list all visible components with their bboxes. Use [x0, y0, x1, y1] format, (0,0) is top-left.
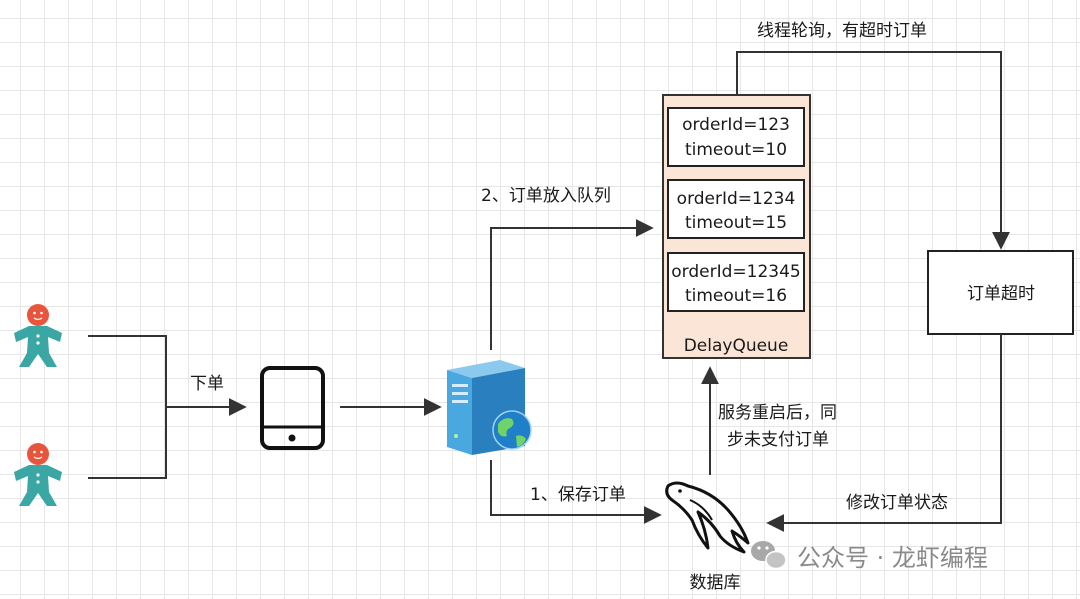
- enqueue-label: 2、订单放入队列: [481, 186, 611, 206]
- user-icon-bottom: [14, 443, 62, 506]
- sync-label-line1: 服务重启后，同: [718, 403, 837, 423]
- update-status-arrow: [766, 334, 1002, 532]
- queue-item-timeout: timeout=10: [685, 140, 787, 160]
- place-order-label: 下单: [190, 374, 224, 394]
- mysql-dolphin-icon: [665, 481, 750, 554]
- queue-item-3: orderId=12345 timeout=16: [667, 252, 805, 312]
- timeout-box-label: 订单超时: [967, 284, 1035, 304]
- database-label: 数据库: [690, 573, 741, 593]
- queue-item-timeout: timeout=16: [685, 286, 787, 306]
- queue-item-order: orderId=12345: [671, 262, 800, 282]
- queue-item-order: orderId=1234: [677, 189, 796, 209]
- watermark-text: 公众号 · 龙虾编程: [797, 544, 988, 572]
- queue-item-1: orderId=123 timeout=10: [667, 107, 805, 167]
- tablet-icon: [260, 366, 325, 450]
- poll-arrow: [736, 51, 1010, 250]
- wechat-icon: [751, 541, 787, 570]
- delay-queue: orderId=123 timeout=10 orderId=1234 time…: [662, 94, 811, 359]
- queue-label: DelayQueue: [684, 336, 789, 356]
- save-order-label: 1、保存订单: [530, 485, 626, 505]
- save-order-arrow: [490, 460, 662, 524]
- queue-item-order: orderId=123: [682, 115, 790, 135]
- user-icon-top: [14, 304, 62, 367]
- queue-item-timeout: timeout=15: [685, 213, 787, 233]
- users-merge-line: [88, 335, 167, 479]
- server-icon: [447, 360, 532, 455]
- enqueue-arrow: [490, 219, 654, 350]
- queue-item-2: orderId=1234 timeout=15: [667, 179, 805, 239]
- update-status-label: 修改订单状态: [846, 493, 948, 513]
- sync-label-line2: 步未支付订单: [727, 430, 829, 450]
- poll-label: 线程轮询，有超时订单: [757, 21, 927, 41]
